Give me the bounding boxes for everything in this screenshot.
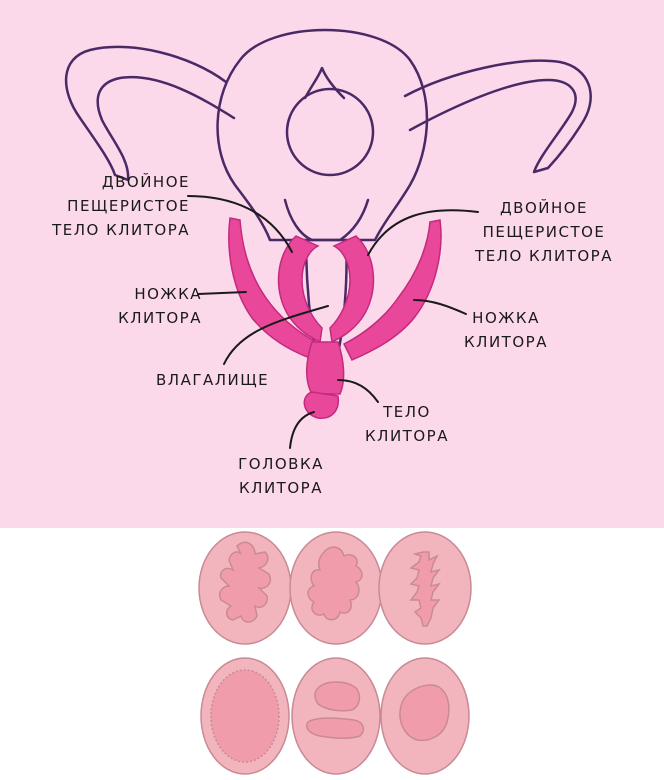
cervix (283, 198, 370, 242)
ovary-circle (285, 87, 375, 177)
label-glans: ГОЛОВКА КЛИТОРА (238, 455, 324, 497)
label-body: ТЕЛО КЛИТОРА (365, 403, 449, 445)
section-3 (378, 531, 472, 645)
leader-glans (289, 411, 315, 449)
right-bulb (329, 235, 375, 344)
leader-double-body-right (367, 209, 479, 256)
section-4 (200, 657, 290, 775)
clitoris-structure (228, 217, 442, 419)
section-1 (198, 531, 292, 645)
right-fallopian-tube (403, 59, 592, 174)
leader-crus-left (197, 291, 247, 295)
right-crus (342, 219, 442, 361)
uterus-body (216, 28, 429, 242)
label-double-body-left: ДВОЙНОЕ ПЕЩЕРИСТОЕ ТЕЛО КЛИТОРА (52, 173, 190, 239)
label-vagina: ВЛАГАЛИЩЕ (156, 371, 270, 389)
section-2 (289, 531, 383, 645)
clitoral-body (306, 341, 345, 395)
left-fallopian-tube (64, 45, 236, 182)
leader-double-body-left (187, 195, 293, 253)
leader-body (337, 379, 379, 403)
cross-sections (198, 531, 472, 775)
section-5 (291, 657, 381, 775)
leader-crus-right (413, 299, 467, 315)
label-crus-left: НОЖКА КЛИТОРА (118, 285, 202, 327)
label-crus-right: НОЖКА КЛИТОРА (464, 309, 548, 351)
anatomy-diagram (64, 28, 592, 449)
section-6 (380, 657, 470, 775)
label-double-body-right: ДВОЙНОЕ ПЕЩЕРИСТОЕ ТЕЛО КЛИТОРА (475, 199, 613, 265)
leader-vagina (223, 305, 329, 365)
